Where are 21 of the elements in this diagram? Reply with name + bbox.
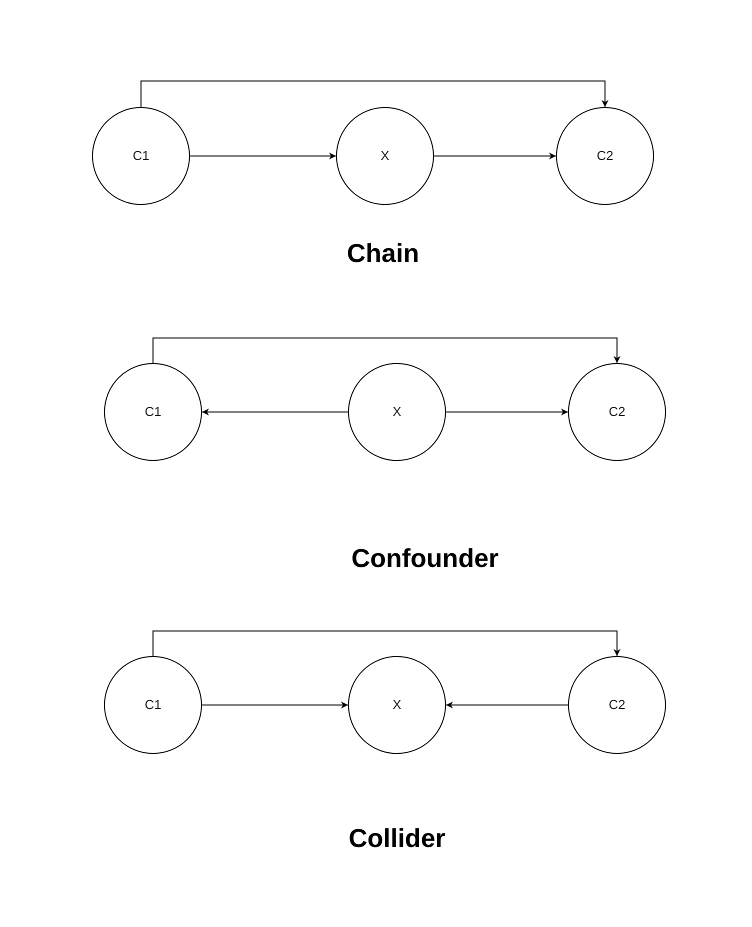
arrow (446, 702, 568, 708)
arrow (152, 338, 620, 364)
arrow (446, 408, 568, 416)
diagram-heading: Confounder (351, 545, 499, 571)
arrow (190, 152, 336, 160)
diagram-heading: Chain (346, 240, 420, 266)
node-label: C1 (132, 147, 150, 166)
arrow (140, 80, 608, 108)
arrow (434, 152, 556, 160)
node-label: C2 (608, 696, 626, 714)
arrow (202, 702, 348, 708)
node-label: X (392, 403, 402, 422)
diagram-heading: Collider (348, 825, 446, 851)
arrow (152, 630, 620, 656)
node-label: C2 (608, 403, 626, 422)
node-label: C1 (144, 403, 162, 422)
arrow (202, 408, 348, 416)
node-label: X (380, 147, 390, 166)
node-label: C2 (596, 147, 614, 166)
node-label: X (392, 696, 402, 714)
node-label: C1 (144, 696, 162, 714)
